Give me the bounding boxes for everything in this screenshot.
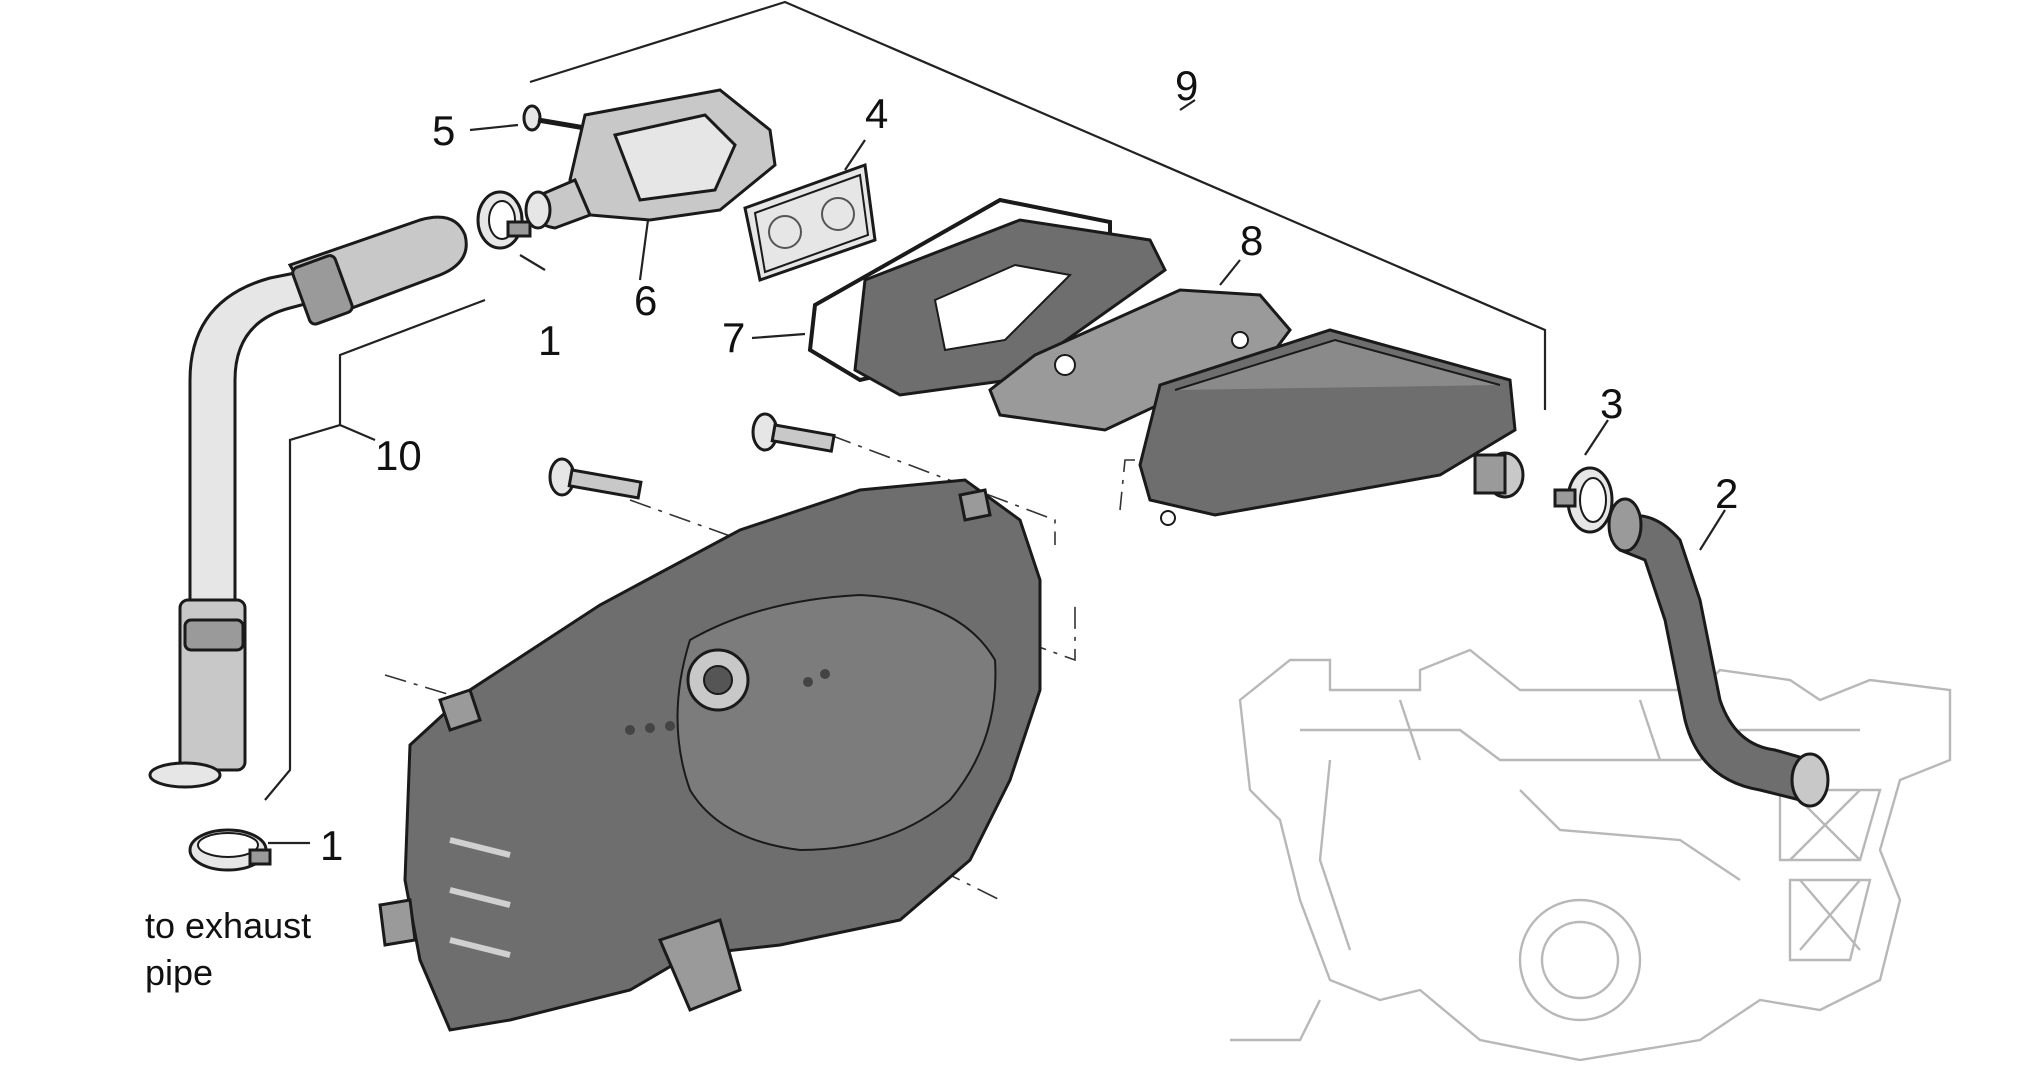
secondary-air-box-frame-icon [853, 218, 1167, 397]
secondary-air-box-icon [1138, 328, 1525, 526]
hose-clamp-icon-lower [188, 828, 272, 872]
callout-4: 4 [865, 90, 888, 137]
callout-8: 8 [1240, 217, 1263, 264]
callout-9: 9 [1175, 62, 1198, 109]
callout-5: 5 [432, 107, 455, 154]
exhaust-note-line2: pipe [145, 952, 213, 993]
callout-2: 2 [1715, 470, 1738, 517]
engine-crankcase-outline [1230, 648, 1952, 1062]
transmission-cover-icon [378, 478, 1042, 1032]
air-pipe-icon [148, 215, 468, 789]
hose-clamp-icon-right [1553, 466, 1614, 534]
callout-10: 10 [375, 432, 422, 479]
callout-labels: 1 1 2 3 4 5 6 7 8 9 10 [320, 62, 1738, 869]
curved-hose-icon [1607, 497, 1830, 808]
leader-lines [264, 0, 1726, 845]
callout-1-lower: 1 [320, 822, 343, 869]
callout-6: 6 [634, 277, 657, 324]
exhaust-note: to exhaust pipe [145, 905, 311, 993]
callout-3: 3 [1600, 380, 1623, 427]
callout-1-upper: 1 [538, 317, 561, 364]
bolt-icon-lower [548, 457, 643, 500]
valve-cover-icon [524, 88, 777, 230]
callout-7: 7 [722, 314, 745, 361]
exhaust-note-line1: to exhaust [145, 905, 311, 946]
filter-element-icon [743, 162, 877, 282]
bolt-icon-upper [751, 412, 836, 453]
hose-clamp-icon-upper [476, 190, 532, 250]
screw-icon [522, 104, 586, 132]
